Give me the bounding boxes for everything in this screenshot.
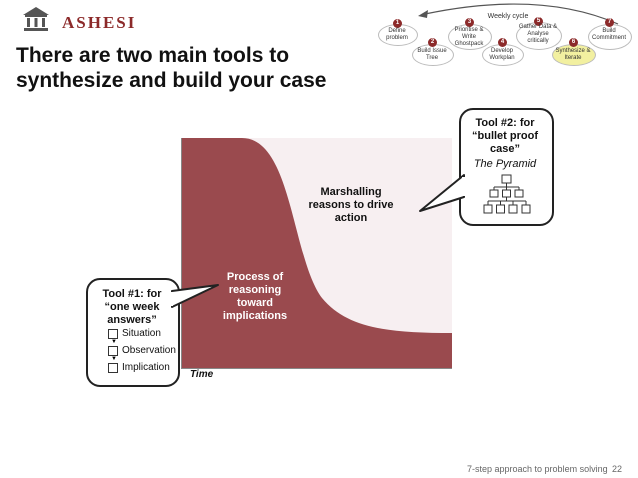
step-2-number: 2 [428, 38, 437, 47]
pyramid-icon [483, 174, 531, 214]
tool-1-item-observation: Observation [108, 345, 178, 356]
logo: ASHESI [22, 6, 142, 34]
tool-2-callout [459, 108, 554, 226]
step-7-number: 7 [605, 18, 614, 27]
tool-2-title: Tool #2: for “bullet proof case” [472, 117, 538, 155]
cycle-arrow [418, 3, 619, 25]
step-2-label: Build Issue Tree [417, 48, 447, 61]
process-cycle: Weekly cycle 1 Define problem 2 Build Is… [360, 0, 638, 72]
observation-box-icon [108, 345, 118, 356]
situation-label: Situation [122, 328, 161, 339]
step-1-number: 1 [393, 19, 402, 28]
weekly-cycle-label: Weekly cycle [487, 13, 529, 20]
implication-box-icon [108, 362, 118, 373]
tool-1-pointer [170, 284, 219, 308]
tool-1-item-situation: Situation [108, 328, 178, 339]
page-number: 22 [612, 464, 623, 474]
step-4-number: 4 [498, 38, 507, 47]
page-title: There are two main tools to synthesize a… [16, 43, 356, 93]
observation-label: Observation [122, 345, 176, 356]
step-3-number: 3 [465, 18, 474, 27]
step-3-label: Prioritise & Write Ghostpack [454, 27, 484, 47]
lower-area-label: Process of reasoning toward implications [222, 271, 288, 322]
footer-caption: 7-step approach to problem solving [467, 464, 608, 474]
step-6-number: 6 [569, 38, 578, 47]
step-1-label: Define problem [386, 28, 408, 41]
down-arrow-icon: ▼ [111, 339, 117, 345]
step-6-label: Synthesize & Iterate [555, 48, 591, 61]
ashesi-crest-icon [23, 7, 49, 31]
time-axis-label: Time [190, 369, 214, 380]
implication-label: Implication [122, 362, 170, 373]
tool-1-callout [86, 278, 180, 387]
step-5-label: Gather Data & Analyse critically [518, 24, 558, 44]
tool-1-title: Tool #1: for “one week answers” [102, 288, 162, 326]
upper-area-label: Marshalling reasons to drive action [308, 186, 394, 224]
step-5-number: 5 [534, 17, 543, 26]
step-3[interactable] [448, 24, 492, 50]
title-line-1: There are two main tools to [16, 44, 290, 67]
logo-text: ASHESI [62, 13, 137, 32]
tool-1-list: Situation ▼ Observation ▼ Implication [108, 328, 178, 373]
title-line-2: synthesize and build your case [16, 69, 327, 92]
tool-2-pointer [419, 174, 466, 212]
tool-2-subtitle: The Pyramid [473, 158, 537, 170]
tool-1-item-implication: Implication [108, 362, 178, 373]
step-4-label: Develop Workplan [489, 48, 515, 61]
synthesis-curve [182, 138, 452, 368]
synthesis-diagram: Marshalling reasons to drive action Proc… [181, 138, 452, 369]
down-arrow-icon: ▼ [111, 356, 117, 362]
situation-box-icon [108, 328, 118, 339]
step-7-label: Build Commitment [591, 28, 626, 41]
